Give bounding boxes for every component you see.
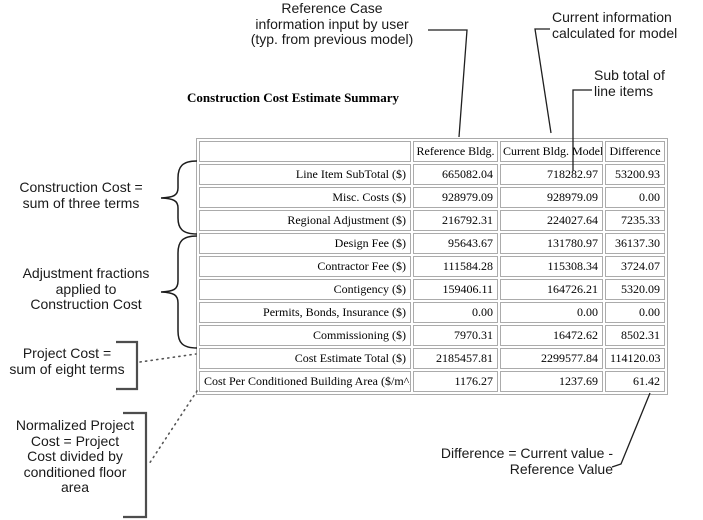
row-label: Contractor Fee ($) — [199, 256, 411, 277]
reference-value: 2185457.81 — [413, 348, 498, 369]
annotation-construction-cost: Construction Cost = sum of three terms — [19, 179, 143, 211]
table-row: Regional Adjustment ($) 216792.31 224027… — [199, 210, 665, 231]
annotation-reference-case: Reference Case information input by user… — [250, 0, 414, 47]
difference-value: 61.42 — [605, 371, 665, 392]
reference-value: 216792.31 — [413, 210, 498, 231]
annotation-adjustment-fractions: Adjustment fractions applied to Construc… — [22, 265, 150, 312]
difference-value: 53200.93 — [605, 164, 665, 185]
reference-value: 95643.67 — [413, 233, 498, 254]
reference-value: 665082.04 — [413, 164, 498, 185]
row-label: Contigency ($) — [199, 279, 411, 300]
table-row: Contigency ($) 159406.11 164726.21 5320.… — [199, 279, 665, 300]
reference-value: 0.00 — [413, 302, 498, 323]
row-label: Permits, Bonds, Insurance ($) — [199, 302, 411, 323]
table-row: Cost Estimate Total ($) 2185457.81 22995… — [199, 348, 665, 369]
reference-value: 159406.11 — [413, 279, 498, 300]
annotation-difference: Difference = Current value - Reference V… — [440, 445, 613, 477]
table-row: Misc. Costs ($) 928979.09 928979.09 0.00 — [199, 187, 665, 208]
row-label: Regional Adjustment ($) — [199, 210, 411, 231]
difference-value: 7235.33 — [605, 210, 665, 231]
row-label: Commissioning ($) — [199, 325, 411, 346]
current-value: 1237.69 — [500, 371, 603, 392]
difference-value: 8502.31 — [605, 325, 665, 346]
reference-value: 111584.28 — [413, 256, 498, 277]
current-value: 2299577.84 — [500, 348, 603, 369]
column-header-current: Current Bldg. Model — [500, 141, 603, 162]
row-label: Line Item SubTotal ($) — [199, 164, 411, 185]
current-value: 131780.97 — [500, 233, 603, 254]
row-label: Cost Per Conditioned Building Area ($/m^… — [199, 371, 411, 392]
annotation-current-info: Current information calculated for model — [552, 9, 678, 41]
column-header-difference: Difference — [605, 141, 665, 162]
table-row: Commissioning ($) 7970.31 16472.62 8502.… — [199, 325, 665, 346]
difference-value: 0.00 — [605, 302, 665, 323]
current-value: 115308.34 — [500, 256, 603, 277]
row-label: Cost Estimate Total ($) — [199, 348, 411, 369]
table-row: Cost Per Conditioned Building Area ($/m^… — [199, 371, 665, 392]
table-row: Contractor Fee ($) 111584.28 115308.34 3… — [199, 256, 665, 277]
reference-value: 1176.27 — [413, 371, 498, 392]
difference-value: 36137.30 — [605, 233, 665, 254]
difference-value: 114120.03 — [605, 348, 665, 369]
table-row: Design Fee ($) 95643.67 131780.97 36137.… — [199, 233, 665, 254]
current-value: 0.00 — [500, 302, 603, 323]
table-row: Permits, Bonds, Insurance ($) 0.00 0.00 … — [199, 302, 665, 323]
table-header-row: Reference Bldg. Current Bldg. Model Diff… — [199, 141, 665, 162]
column-header-blank — [199, 141, 411, 162]
annotation-project-cost: Project Cost = sum of eight terms — [9, 345, 125, 377]
normalized-dotted-line — [148, 390, 198, 465]
difference-value: 3724.07 — [605, 256, 665, 277]
table-row: Line Item SubTotal ($) 665082.04 718282.… — [199, 164, 665, 185]
column-header-reference: Reference Bldg. — [413, 141, 498, 162]
annotation-sub-total: Sub total of line items — [594, 67, 665, 99]
row-label: Design Fee ($) — [199, 233, 411, 254]
current-value: 164726.21 — [500, 279, 603, 300]
cost-estimate-table: Reference Bldg. Current Bldg. Model Diff… — [196, 138, 668, 395]
difference-value: 5320.09 — [605, 279, 665, 300]
annotation-normalized-cost: Normalized Project Cost = Project Cost d… — [15, 417, 135, 495]
current-info-callout-line — [534, 28, 552, 134]
three-terms-brace-icon — [160, 160, 198, 235]
reference-value: 928979.09 — [413, 187, 498, 208]
current-value: 928979.09 — [500, 187, 603, 208]
table-title: Construction Cost Estimate Summary — [187, 90, 399, 105]
current-value: 718282.97 — [500, 164, 603, 185]
row-label: Misc. Costs ($) — [199, 187, 411, 208]
current-value: 16472.62 — [500, 325, 603, 346]
difference-value: 0.00 — [605, 187, 665, 208]
current-value: 224027.64 — [500, 210, 603, 231]
reference-value: 7970.31 — [413, 325, 498, 346]
difference-callout-line — [611, 392, 651, 468]
project-cost-dotted-line — [139, 353, 197, 363]
